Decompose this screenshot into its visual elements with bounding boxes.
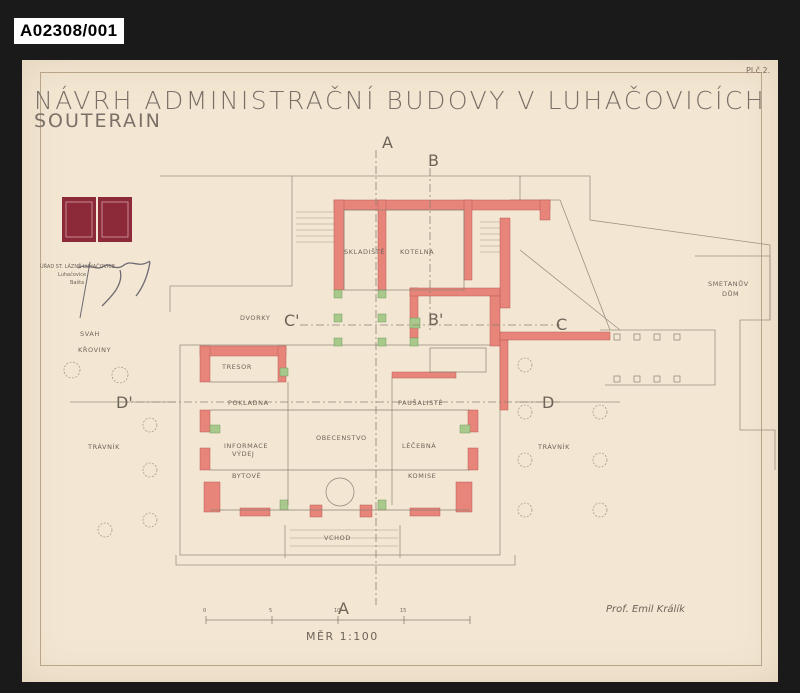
stairs <box>290 211 500 547</box>
scale-bar <box>205 616 471 624</box>
scale-tick-0: 0 <box>203 608 206 614</box>
scale-tick-5: 5 <box>269 608 272 614</box>
section-mark-a-bottom: A <box>338 599 349 618</box>
room-label-tresor: TRESOR <box>221 363 252 371</box>
drawing-sheet <box>22 60 778 682</box>
section-mark-a-top: A <box>382 133 393 152</box>
sheet-number: Pl.č.2. <box>746 66 771 75</box>
site-label-smetanuv: SMETANŮV <box>708 279 749 288</box>
trees <box>63 357 608 538</box>
stamp-line-2: Luhačovice <box>58 271 86 278</box>
architect-signature: Prof. Emil Králík <box>606 603 686 615</box>
partitions <box>210 209 487 511</box>
scale-tick-15: 15 <box>400 608 406 614</box>
room-label-skladiste: SKLADIŠTĚ <box>344 247 385 256</box>
room-label-obecenstvo: OBECENSTVO <box>316 434 367 442</box>
site-label-dum: DŮM <box>722 289 739 298</box>
section-lines <box>120 150 560 605</box>
sheet-frame <box>40 72 762 666</box>
section-mark-c-prime: C' <box>284 311 300 330</box>
room-label-lecebna: LÉČEBNÁ <box>402 441 436 450</box>
room-label-bytove: BYTOVÉ <box>232 471 261 480</box>
room-label-pausaliste: PAUŠALISTÉ <box>398 398 443 407</box>
stamp-line-3: Bašta <box>70 279 84 286</box>
walls-green <box>209 289 471 511</box>
section-mark-d-prime: D' <box>116 393 133 412</box>
revenue-stamps <box>62 197 132 242</box>
stamp-line-1: ÚŘAD ST. LÁZNĚ LUHAČOVICE <box>40 262 115 270</box>
room-label-vydej: VÝDEJ <box>232 449 254 458</box>
section-mark-c: C <box>556 315 567 334</box>
site-label-travnik-right: TRÁVNÍK <box>537 442 570 451</box>
room-label-pokladna: POKLADNA <box>228 399 269 407</box>
walls-new <box>199 199 611 518</box>
site-outline <box>70 175 776 566</box>
sheet-subtitle: SOUTERAIN <box>34 110 162 132</box>
site-label-kroviny: KŘOVINY <box>78 345 111 354</box>
site-label-svah: SVAH <box>80 330 100 338</box>
section-mark-b: B <box>428 151 439 170</box>
room-label-dvorky: DVORKY <box>240 314 270 322</box>
room-label-komise: KOMISE <box>408 472 436 480</box>
room-label-kotelna: KOTELNA <box>400 248 434 256</box>
signature-stroke <box>79 261 91 319</box>
section-mark-b-prime: B' <box>428 310 443 329</box>
colonnade <box>613 333 681 383</box>
scale-label: MĚR 1:100 <box>306 630 379 643</box>
room-label-vchod: VCHOD <box>324 534 351 542</box>
sheet-title: NÁVRH ADMINISTRAČNÍ BUDOVY V LUHAČOVICÍC… <box>34 86 767 115</box>
section-mark-d: D <box>542 393 554 412</box>
scale-tick-10: 10 <box>334 608 340 614</box>
room-label-informace: INFORMACE <box>224 442 268 450</box>
archive-id-label: A02308/001 <box>14 18 124 44</box>
site-label-travnik-left: TRÁVNÍK <box>87 442 120 451</box>
approval-signature <box>77 260 151 307</box>
